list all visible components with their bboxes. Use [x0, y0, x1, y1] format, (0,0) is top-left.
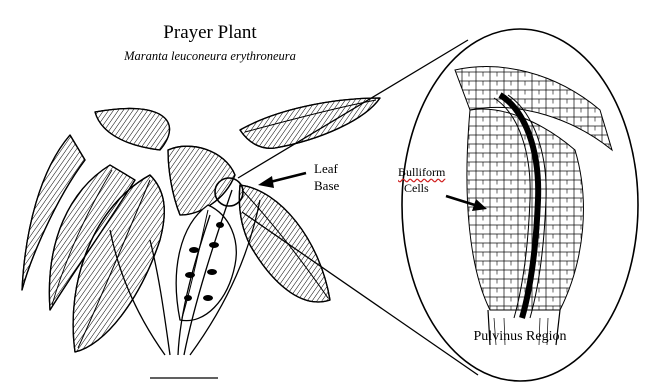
plant-drawing	[22, 98, 380, 378]
diagram-subtitle: Maranta leuconeura erythroneura	[80, 49, 340, 64]
diagram-title: Prayer Plant	[120, 22, 300, 44]
leaf-back-left-2	[95, 108, 170, 150]
leaf-base-label-line1: Leaf	[314, 161, 338, 177]
leaf-base-arrow	[258, 173, 306, 188]
leaf-right	[239, 185, 330, 302]
bulliform-label-line1: Bulliform	[398, 165, 445, 180]
pulvinus-label: Pulvinus Region	[440, 329, 600, 345]
bulliform-label-line2: Cells	[404, 181, 429, 196]
leaf-base-label-line2: Base	[314, 178, 339, 194]
